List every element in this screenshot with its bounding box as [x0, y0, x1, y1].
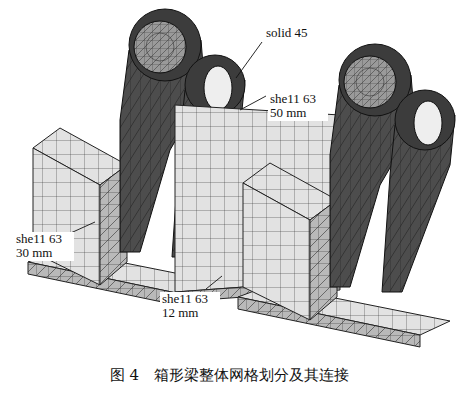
figure-caption: 图 4 箱形梁整体网格划分及其连接 [0, 366, 459, 385]
mesh-label: solid 45 [264, 26, 338, 40]
mesh-label: she11 63 12 mm [160, 292, 220, 321]
leader-lines [64, 42, 266, 289]
mesh-label: she11 63 30 mm [14, 232, 74, 261]
right-support [238, 44, 455, 347]
mesh-label: she11 63 50 mm [268, 92, 328, 121]
